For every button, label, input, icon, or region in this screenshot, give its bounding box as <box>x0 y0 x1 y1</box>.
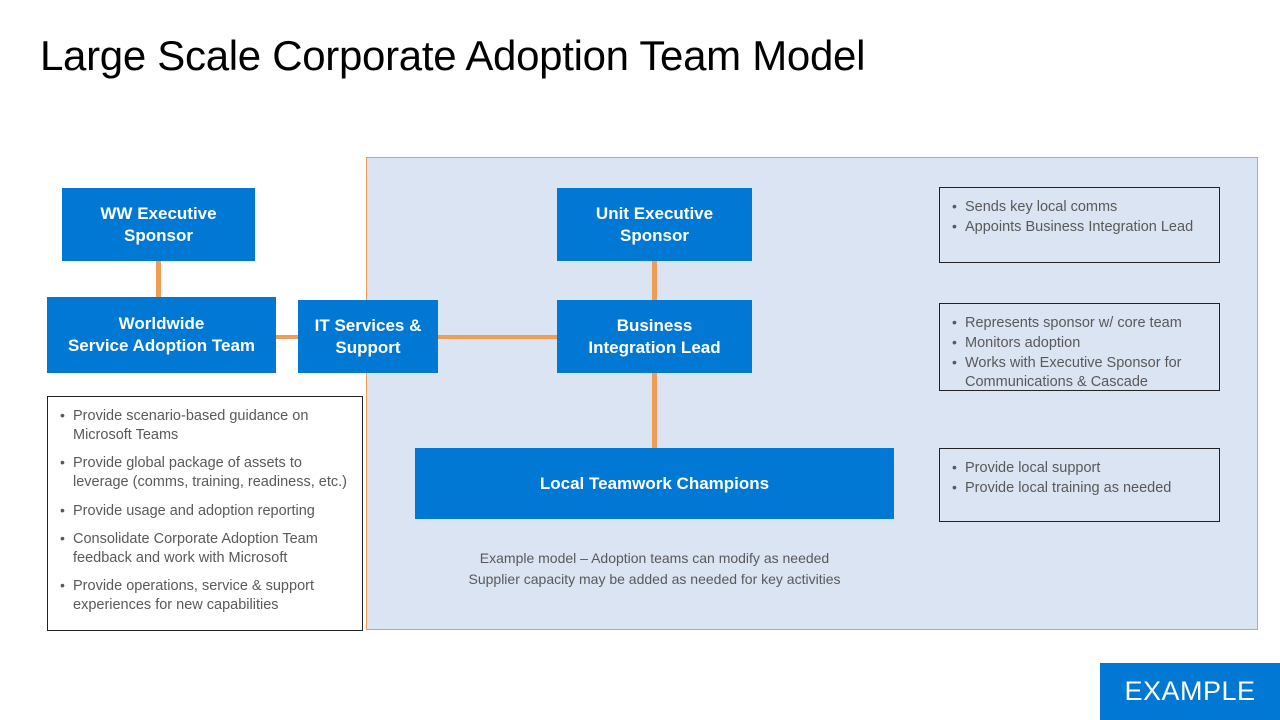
note-worldwide-service-adoption-team: Provide scenario-based guidance on Micro… <box>47 396 363 631</box>
note-unit-executive-sponsor: Sends key local commsAppoints Business I… <box>939 187 1220 263</box>
connector-ww-exec-to-worldwide-team <box>156 260 161 298</box>
note-bullet-item: Works with Executive Sponsor for Communi… <box>952 353 1207 392</box>
page-title: Large Scale Corporate Adoption Team Mode… <box>40 32 866 79</box>
note-bullet-list: Represents sponsor w/ core teamMonitors … <box>952 313 1207 393</box>
node-label: Worldwide Service Adoption Team <box>67 314 256 355</box>
note-bullet-item: Consolidate Corporate Adoption Team feed… <box>60 529 350 568</box>
example-badge: EXAMPLE <box>1100 663 1280 720</box>
note-bullet-list: Provide local supportProvide local train… <box>952 458 1207 498</box>
note-bullet-list: Provide scenario-based guidance on Micro… <box>60 406 350 615</box>
node-it-services-and-support[interactable]: IT Services & Support <box>298 300 438 373</box>
node-unit-executive-sponsor[interactable]: Unit Executive Sponsor <box>557 188 752 261</box>
note-bullet-list: Sends key local commsAppoints Business I… <box>952 197 1207 237</box>
note-bullet-item: Provide scenario-based guidance on Micro… <box>60 406 350 445</box>
node-local-teamwork-champions[interactable]: Local Teamwork Champions <box>415 448 894 519</box>
node-business-integration-lead[interactable]: Business Integration Lead <box>557 300 752 373</box>
note-business-integration-lead: Represents sponsor w/ core teamMonitors … <box>939 303 1220 391</box>
footnote: Example model – Adoption teams can modif… <box>415 548 894 590</box>
note-local-teamwork-champions: Provide local supportProvide local train… <box>939 448 1220 522</box>
connector-unit-exec-to-business-lead <box>652 260 657 301</box>
node-label: Local Teamwork Champions <box>539 473 770 493</box>
footnote-line-1: Example model – Adoption teams can modif… <box>479 550 830 566</box>
note-bullet-item: Sends key local comms <box>952 197 1207 217</box>
node-ww-executive-sponsor[interactable]: WW Executive Sponsor <box>62 188 255 261</box>
note-bullet-item: Provide local training as needed <box>952 478 1207 498</box>
connector-business-lead-to-champions <box>652 372 657 449</box>
example-badge-label: EXAMPLE <box>1124 676 1256 706</box>
node-label: Unit Executive Sponsor <box>595 203 714 245</box>
node-label: IT Services & Support <box>314 315 422 357</box>
connector-it-services-to-business-lead <box>438 335 558 339</box>
note-bullet-item: Appoints Business Integration Lead <box>952 217 1207 237</box>
note-bullet-item: Monitors adoption <box>952 333 1207 353</box>
note-bullet-item: Provide global package of assets to leve… <box>60 453 350 492</box>
note-bullet-item: Represents sponsor w/ core team <box>952 313 1207 333</box>
note-bullet-item: Provide usage and adoption reporting <box>60 500 350 521</box>
note-bullet-item: Provide operations, service & support ex… <box>60 576 350 615</box>
footnote-line-2: Supplier capacity may be added as needed… <box>468 571 841 587</box>
node-label: Business Integration Lead <box>588 315 721 357</box>
node-worldwide-service-adoption-team[interactable]: Worldwide Service Adoption Team <box>47 297 276 373</box>
connector-worldwide-team-to-it-services <box>276 335 299 339</box>
node-label: WW Executive Sponsor <box>100 203 217 245</box>
note-bullet-item: Provide local support <box>952 458 1207 478</box>
